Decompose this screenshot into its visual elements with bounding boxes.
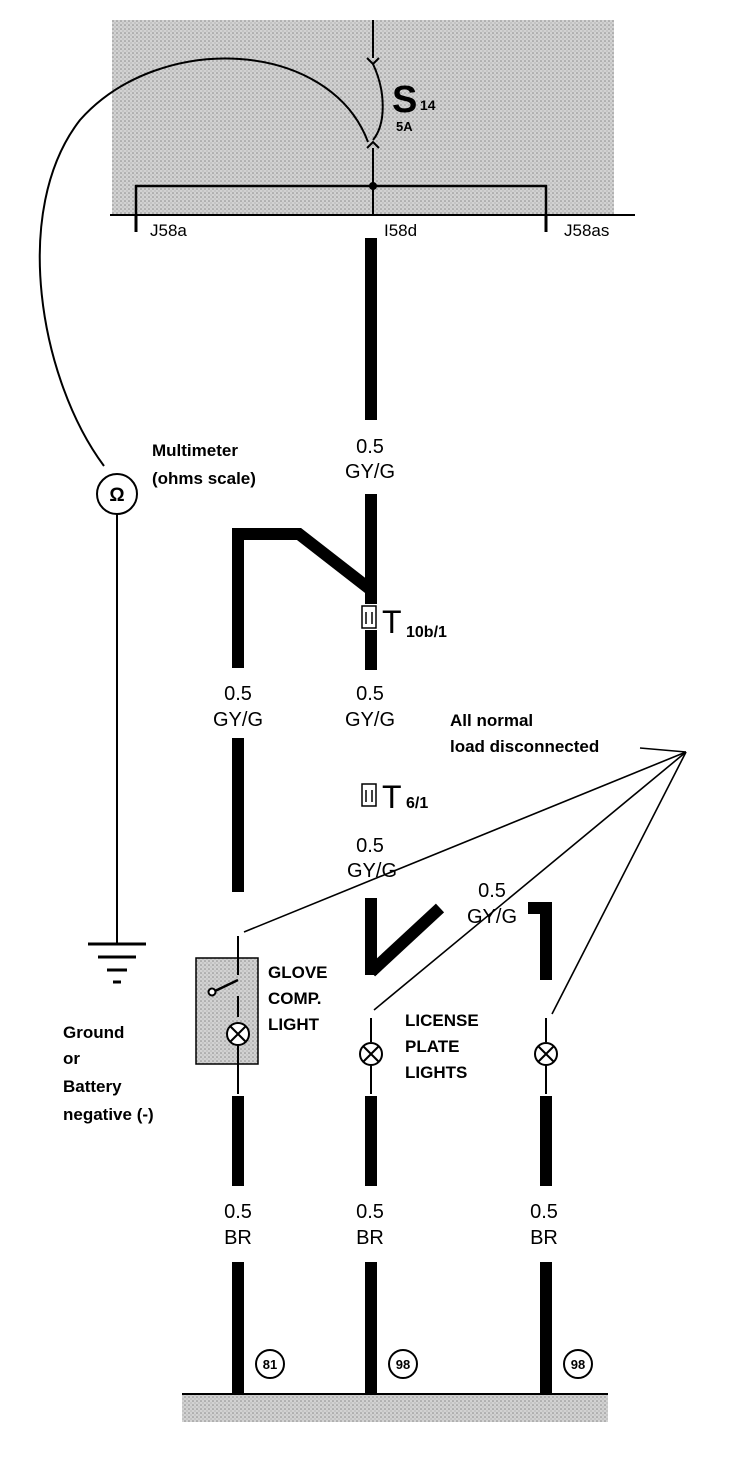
bus-junction-dot — [369, 182, 377, 190]
ground-ref-left: 81 — [263, 1357, 277, 1372]
wire-br-right-color: BR — [530, 1227, 558, 1249]
glove-lamp-icon — [226, 1022, 250, 1046]
ground-label-line1: Ground — [63, 1023, 124, 1042]
wire-left-color: GY/G — [213, 709, 263, 731]
connector-t6-icon — [361, 783, 377, 807]
license-label-line2: PLATE — [405, 1037, 459, 1056]
wire-top-gauge: 0.5 — [356, 436, 384, 458]
note-line2: load disconnected — [450, 737, 599, 756]
wire-left-branch — [232, 528, 375, 668]
connector-t10-letter: T — [382, 604, 402, 640]
wire-br-right-gauge: 0.5 — [530, 1201, 558, 1223]
ground-label-line3: Battery — [63, 1077, 122, 1096]
connector-t10-icon — [361, 605, 377, 629]
wire-left-gauge: 0.5 — [224, 683, 252, 705]
fuse-number: 14 — [420, 97, 436, 113]
wire-center-lower-gauge: 0.5 — [356, 835, 384, 857]
note-line1: All normal — [450, 711, 533, 730]
wire-br-center-color: BR — [356, 1227, 384, 1249]
glove-label-line3: LIGHT — [268, 1015, 320, 1034]
wire-right-branch — [528, 902, 552, 980]
wire-top-color: GY/G — [345, 461, 395, 483]
fuse-panel — [112, 20, 614, 216]
ground-bus-strip — [182, 1394, 608, 1422]
wire-br-left-color: BR — [224, 1227, 252, 1249]
glove-label-line1: GLOVE — [268, 963, 328, 982]
ground-label-line2: or — [63, 1049, 80, 1068]
wire-right-gauge: 0.5 — [478, 880, 506, 902]
ground-icon — [88, 942, 146, 984]
fuse-element — [372, 63, 384, 141]
wire-br-center-gauge: 0.5 — [356, 1201, 384, 1223]
ground-label-line4: negative (-) — [63, 1105, 154, 1124]
multimeter-label-line2: (ohms scale) — [152, 469, 256, 488]
wire-br-left-gauge: 0.5 — [224, 1201, 252, 1223]
terminal-center-label: I58d — [384, 221, 417, 240]
multimeter-probe-lead — [38, 57, 369, 467]
license-label-line1: LICENSE — [405, 1011, 479, 1030]
terminal-left-label: J58a — [150, 221, 187, 240]
bus-bar — [134, 184, 548, 215]
wire-center-color: GY/G — [345, 709, 395, 731]
wire-center-lower-color: GY/G — [347, 860, 397, 882]
multimeter-label-line1: Multimeter — [152, 441, 238, 460]
connector-t6-letter: T — [382, 779, 402, 815]
ground-ref-left-circle — [255, 1349, 285, 1379]
license-lamp1-icon — [359, 1042, 383, 1066]
terminal-right-label: J58as — [564, 221, 609, 240]
license-lamp2-icon — [534, 1042, 558, 1066]
ground-ref-right: 98 — [571, 1357, 585, 1372]
ground-ref-center-circle — [388, 1349, 418, 1379]
wire-center-gauge: 0.5 — [356, 683, 384, 705]
multimeter-symbol: Ω — [109, 485, 124, 506]
note-pointer-lines — [243, 747, 687, 1015]
fuse-rating: 5A — [396, 119, 413, 134]
ground-ref-right-circle — [563, 1349, 593, 1379]
fuse-bottom-contact — [366, 140, 380, 149]
license-label-line3: LIGHTS — [405, 1063, 467, 1082]
glove-switch-icon — [207, 978, 239, 1017]
glove-light-module — [195, 957, 259, 1065]
connector-t6-sub: 6/1 — [406, 795, 428, 812]
fuse-letter: S — [392, 79, 417, 121]
ground-ref-center: 98 — [396, 1357, 410, 1372]
wire-right-color: GY/G — [467, 906, 517, 928]
glove-label-line2: COMP. — [268, 989, 322, 1008]
connector-t10-sub: 10b/1 — [406, 624, 447, 641]
wire-diagonal-branch — [366, 903, 445, 977]
